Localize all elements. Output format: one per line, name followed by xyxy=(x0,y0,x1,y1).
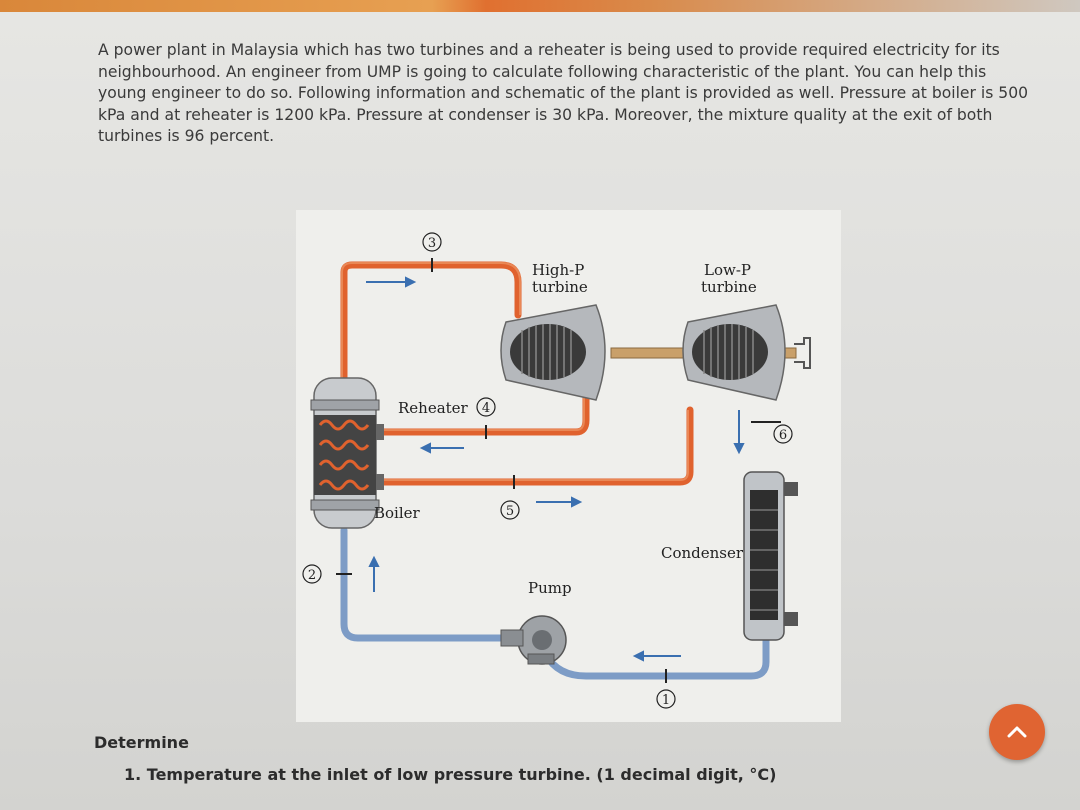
label-boiler: Boiler xyxy=(374,504,421,522)
problem-text: A power plant in Malaysia which has two … xyxy=(98,41,1029,145)
label-pump: Pump xyxy=(528,579,572,597)
state-5: 5 xyxy=(500,500,520,520)
state-4: 4 xyxy=(476,397,496,417)
label-lp-turbine-2: turbine xyxy=(701,278,757,296)
state-3: 3 xyxy=(422,232,442,252)
pump xyxy=(500,615,567,665)
top-bar xyxy=(0,0,1080,14)
svg-text:6: 6 xyxy=(779,428,787,443)
state-1: 1 xyxy=(656,689,676,709)
svg-text:2: 2 xyxy=(308,568,316,583)
condenser xyxy=(743,471,798,641)
state-markers: 3 4 5 6 2 1 xyxy=(302,232,793,709)
label-hp-turbine-2: turbine xyxy=(532,278,588,296)
label-lp-turbine-1: Low-P xyxy=(704,261,751,279)
boiler xyxy=(310,377,384,529)
determine-heading: Determine xyxy=(94,733,189,752)
turbine-shaft xyxy=(610,347,692,359)
label-reheater: Reheater xyxy=(398,399,469,417)
high-pressure-turbine xyxy=(500,304,606,401)
scroll-to-top-button[interactable] xyxy=(989,704,1045,760)
steam-pipes xyxy=(340,261,694,486)
svg-text:3: 3 xyxy=(428,236,436,251)
low-pressure-turbine xyxy=(682,304,786,401)
svg-text:5: 5 xyxy=(506,504,514,519)
state-6: 6 xyxy=(773,424,793,444)
chevron-up-icon xyxy=(1007,726,1027,738)
state-2: 2 xyxy=(302,564,322,584)
generator-coupling xyxy=(794,337,811,369)
plant-schematic: 3 4 5 6 2 1 High-P xyxy=(296,210,841,722)
water-pipes xyxy=(340,526,770,680)
svg-text:1: 1 xyxy=(662,693,670,708)
flow-arrows xyxy=(366,276,745,662)
label-condenser: Condenser xyxy=(661,544,744,562)
question-1: 1. Temperature at the inlet of low press… xyxy=(124,765,777,784)
svg-text:4: 4 xyxy=(482,401,490,416)
label-hp-turbine-1: High-P xyxy=(532,261,584,279)
